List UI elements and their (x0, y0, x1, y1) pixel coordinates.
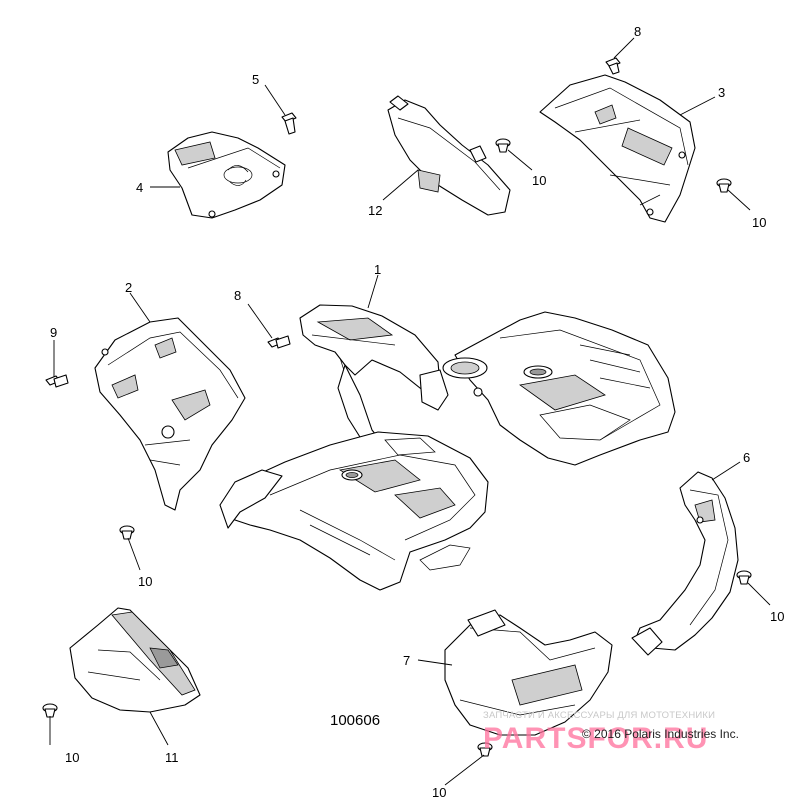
fastener-8-top-screw[interactable] (605, 57, 621, 75)
part-3-upper-right-shroud[interactable] (539, 74, 696, 223)
fastener-9-screw[interactable] (45, 374, 69, 388)
fastener-10-f-rivet[interactable] (477, 742, 493, 757)
callout-1: 1 (374, 262, 381, 277)
callout-10-c: 10 (138, 574, 152, 589)
callout-5: 5 (252, 72, 259, 87)
callout-11: 11 (165, 750, 179, 765)
fastener-10-d-rivet[interactable] (736, 570, 752, 585)
callout-10-f: 10 (432, 785, 446, 800)
part-7-lower-center-panel[interactable] (444, 609, 613, 736)
callout-4: 4 (136, 180, 143, 195)
fastener-10-c-rivet[interactable] (119, 525, 135, 540)
callout-10-d: 10 (770, 609, 784, 624)
fastener-10-e-rivet[interactable] (42, 703, 58, 718)
part-11-lower-left-cover[interactable] (69, 607, 201, 713)
callout-12: 12 (368, 203, 382, 218)
copyright-text: © 2016 Polaris Industries Inc. (582, 727, 739, 741)
fastener-8-mid-screw[interactable] (267, 335, 291, 349)
fastener-10-b-rivet[interactable] (716, 178, 732, 193)
leader-lines (49, 37, 771, 786)
callout-8-mid: 8 (234, 288, 241, 303)
watermark-logo: PARTSFOR.RU (483, 722, 708, 755)
diagram-id-label: 100606 (330, 712, 380, 729)
callout-2: 2 (125, 280, 132, 295)
part-4-small-cover[interactable] (167, 131, 286, 219)
callout-7: 7 (403, 653, 410, 668)
part-2-left-side-panel[interactable] (94, 317, 246, 511)
callout-10-e: 10 (65, 750, 79, 765)
callout-3: 3 (718, 85, 725, 100)
part-6-right-lower-panel[interactable] (631, 471, 739, 656)
fastener-5-screw[interactable] (281, 112, 297, 135)
fastener-10-a-rivet[interactable] (495, 138, 511, 153)
part-1-main-body[interactable] (219, 304, 676, 591)
callout-9: 9 (50, 325, 57, 340)
callout-10-b: 10 (752, 215, 766, 230)
callout-10-a: 10 (532, 173, 546, 188)
callout-8-top: 8 (634, 24, 641, 39)
callout-6: 6 (743, 450, 750, 465)
part-12-upper-center-cover[interactable] (387, 95, 511, 216)
watermark-tagline: ЗАПЧАСТИ И АКСЕССУАРЫ ДЛЯ МОТОТЕХНИКИ (483, 710, 715, 721)
